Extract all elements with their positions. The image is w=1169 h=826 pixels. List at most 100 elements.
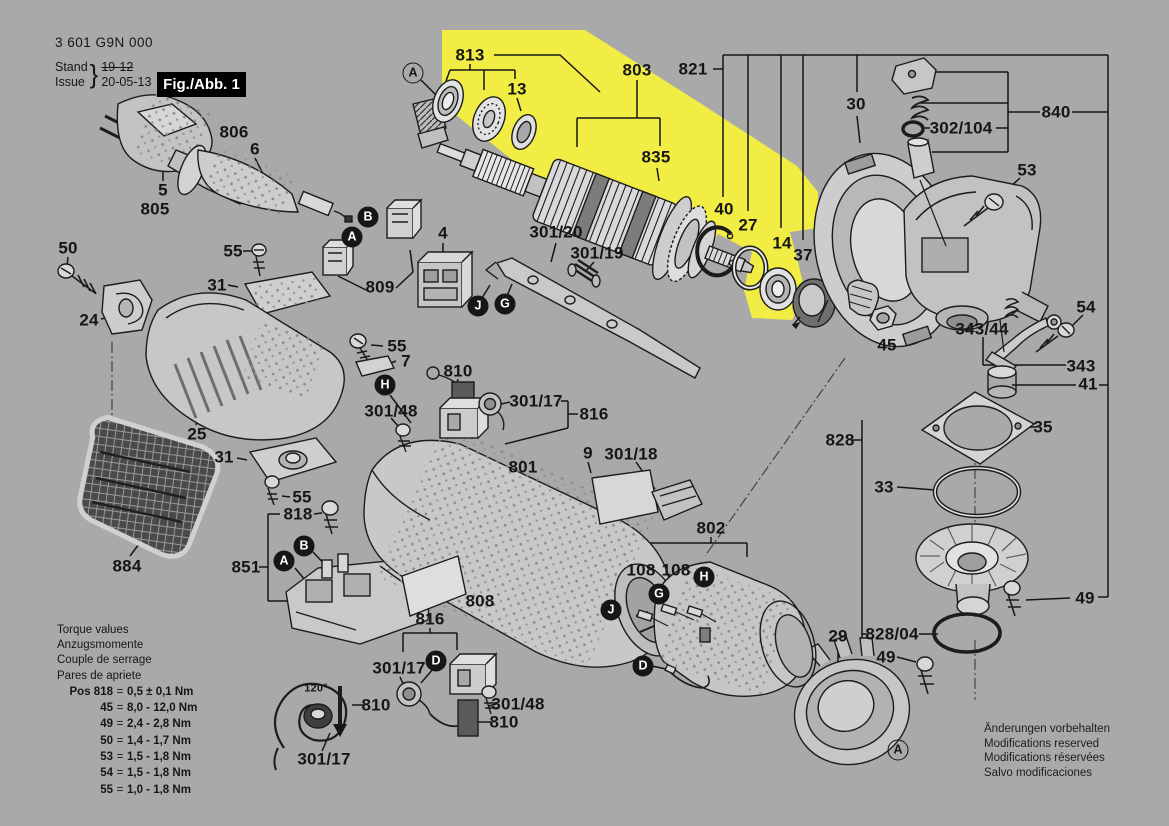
part-label-54: 54 (1076, 297, 1096, 317)
filter-884 (77, 414, 221, 559)
part-label-31: 31 (214, 447, 234, 467)
screw-49a (916, 656, 934, 695)
part-label-301-20: 301/20 (529, 222, 583, 242)
bearing-14 (759, 267, 797, 311)
clamp-24 (101, 279, 153, 335)
part-label-810: 810 (443, 361, 473, 381)
part-label-49: 49 (1075, 588, 1095, 608)
callout-b-filled: B (293, 535, 315, 557)
modification-note: Salvo modificaciones (984, 767, 1093, 780)
callout-a-outline: A (402, 62, 424, 84)
grommet-301-17a (478, 392, 505, 431)
stand-label: Stand (55, 59, 88, 74)
switch-4 (417, 250, 474, 308)
part-label-343: 343 (1066, 356, 1096, 376)
screw-818 (321, 500, 339, 535)
torque-row: 55=1,0 - 1,8 Nm (100, 783, 191, 796)
part-label-40: 40 (714, 199, 734, 219)
plate-31b (248, 437, 338, 483)
screw-55b (349, 333, 371, 365)
trigger-bar-301-20 (484, 257, 701, 379)
highlight-region (442, 30, 818, 320)
handle-806 (177, 144, 353, 223)
part-label-810: 810 (361, 695, 391, 715)
part-label-818: 818 (283, 504, 313, 524)
screw-50 (57, 263, 97, 295)
part-label-884: 884 (112, 556, 142, 576)
torque-title: Anzugsmomente (57, 639, 144, 652)
part-label-805: 805 (140, 199, 170, 219)
part-label-802: 802 (696, 518, 726, 538)
air-guide-29 (793, 635, 911, 766)
part-label-30: 30 (846, 94, 866, 114)
part-label-806: 806 (219, 122, 249, 142)
o-ring-302-104 (901, 120, 925, 138)
screw-53 (963, 193, 1004, 227)
screw-301-48a (395, 423, 411, 453)
callout-g-filled: G (494, 293, 516, 315)
lock-button-840 (891, 57, 937, 95)
callout-g-filled: G (648, 583, 670, 605)
grommet-301-17b (396, 681, 459, 728)
part-label-120-: 120° (304, 682, 328, 695)
part-label-851: 851 (231, 557, 261, 577)
plate-31a (243, 271, 332, 315)
part-label-809: 809 (365, 277, 395, 297)
gasket-35 (920, 391, 1036, 465)
part-label-35: 35 (1033, 417, 1053, 437)
strip-7 (355, 355, 396, 377)
part-label-29: 29 (828, 626, 848, 646)
part-label-27: 27 (738, 215, 758, 235)
screw-54 (1035, 322, 1075, 353)
fan-gear-828 (915, 523, 1029, 616)
lock-spring (910, 95, 930, 121)
part-label-808: 808 (465, 591, 495, 611)
part-label-816: 816 (415, 609, 445, 629)
part-label-37: 37 (793, 245, 813, 265)
part-label-4: 4 (438, 223, 448, 243)
part-label-55: 55 (223, 241, 243, 261)
screw-55a (251, 243, 267, 277)
torque-row: 49=2,4 - 2,8 Nm (100, 718, 191, 731)
callout-j-filled: J (600, 599, 622, 621)
model-number: 3 601 G9N 000 (55, 35, 154, 50)
issue-label: Issue (55, 74, 85, 89)
callout-d-filled: D (425, 650, 447, 672)
part-label-6: 6 (250, 139, 260, 159)
part-label-41: 41 (1078, 374, 1098, 394)
clip-301-18 (651, 479, 703, 521)
part-label-25: 25 (187, 424, 207, 444)
part-label-14: 14 (772, 233, 792, 253)
part-label-835: 835 (641, 147, 671, 167)
torque-title: Torque values (57, 624, 129, 636)
callout-a-filled: A (341, 226, 363, 248)
torque-title: Couple de serrage (57, 654, 152, 667)
part-label-803: 803 (622, 60, 652, 80)
torsion-coil-301-17c (273, 682, 348, 771)
part-label-821: 821 (678, 59, 708, 79)
modification-note: Modifications reserved (984, 737, 1100, 750)
stator-terminals-108 (636, 603, 717, 689)
callout-a-filled: A (273, 550, 295, 572)
callout-h-filled: H (374, 374, 396, 396)
torque-row: 53=1,5 - 1,8 Nm (100, 751, 191, 763)
part-label-55: 55 (387, 336, 407, 356)
armature-803 (436, 142, 755, 283)
o-ring-27 (731, 245, 769, 291)
stator-802 (635, 561, 817, 697)
part-label-828-04: 828/04 (865, 624, 919, 644)
part-label-343-44: 343/44 (955, 319, 1009, 339)
part-label-13: 13 (507, 79, 527, 99)
part-label-108: 108 (626, 560, 656, 580)
part-label-301-17: 301/17 (297, 749, 351, 769)
modification-note: Änderungen vorbehalten (984, 723, 1110, 735)
part-label-810: 810 (489, 712, 519, 732)
part-label-301-17: 301/17 (509, 391, 563, 411)
brace-glyph: } (89, 59, 99, 89)
torque-row: 50=1,4 - 1,7 Nm (100, 734, 191, 747)
spacer-41 (987, 365, 1017, 399)
part-label-9: 9 (583, 443, 593, 463)
